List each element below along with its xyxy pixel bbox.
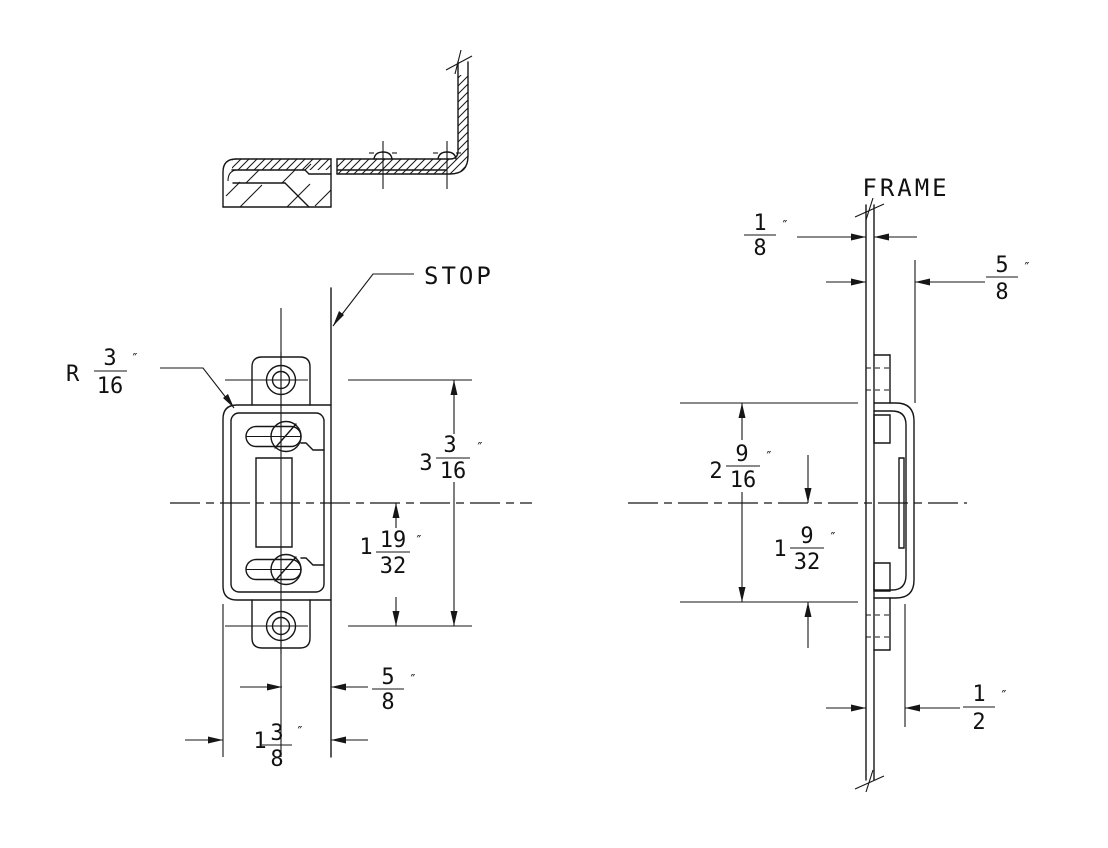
dimension-side-center-to-bottom: 1 9 32 ″ bbox=[773, 455, 837, 648]
dimension-side-projection: 1 2 ″ bbox=[826, 682, 1009, 735]
dim-text-numerator: 1 bbox=[972, 682, 985, 707]
dim-text-denominator: 16 bbox=[97, 374, 124, 399]
dim-text-numerator: 5 bbox=[381, 665, 394, 690]
unit-mark: ″ bbox=[409, 673, 418, 688]
section-screw-left bbox=[369, 141, 397, 189]
dim-text-whole: 1 bbox=[773, 537, 786, 562]
dim-text-whole: 2 bbox=[709, 459, 722, 484]
dim-text-denominator: 8 bbox=[995, 280, 1008, 305]
plate-flange-left-section bbox=[232, 159, 331, 174]
unit-mark: ″ bbox=[781, 219, 790, 234]
dim-text-denominator: 8 bbox=[270, 747, 283, 772]
stop-label: STOP bbox=[424, 262, 494, 290]
dim-text-numerator: 3 bbox=[270, 721, 283, 746]
dimension-front-edge-to-stop: 1 3 8 ″ bbox=[185, 721, 368, 772]
dim-text-whole: 3 bbox=[419, 451, 432, 476]
dim-text-numerator: 1 bbox=[753, 211, 766, 236]
bottom-tab-screw bbox=[225, 598, 308, 654]
dim-text-denominator: 8 bbox=[381, 690, 394, 715]
dim-text-whole: 1 bbox=[253, 729, 266, 754]
dimension-front-center-to-bottom: 1 19 32 ″ bbox=[359, 503, 423, 626]
latch-slot-edge bbox=[899, 458, 904, 548]
dimension-frame-thickness: 1 8 ″ bbox=[744, 211, 917, 261]
unit-mark: ″ bbox=[1000, 689, 1009, 704]
top-tab-screw bbox=[225, 352, 308, 408]
dim-text-numerator: 3 bbox=[443, 433, 456, 458]
hidden-screw-top bbox=[866, 355, 890, 403]
unit-mark: ″ bbox=[765, 450, 774, 465]
dim-text-numerator: 9 bbox=[735, 442, 748, 467]
plate-outline bbox=[223, 405, 331, 600]
stop-label-leader: STOP bbox=[333, 262, 494, 326]
dim-text-numerator: 9 bbox=[800, 524, 813, 549]
dim-text-denominator: 32 bbox=[794, 550, 821, 575]
radius-label-leader: R 3 16 ″ bbox=[66, 346, 234, 408]
unit-mark: ″ bbox=[829, 531, 838, 546]
front-view: 3 3 16 ″ 1 19 32 ″ 5 8 ″ bbox=[66, 262, 532, 772]
latch-opening bbox=[256, 458, 292, 547]
dim-text-denominator: 16 bbox=[730, 468, 757, 493]
hidden-screw-bottom bbox=[866, 598, 890, 650]
unit-mark: ″ bbox=[131, 352, 140, 367]
dim-text-numerator: 5 bbox=[995, 253, 1008, 278]
section-screw-right bbox=[433, 141, 461, 189]
dim-text-denominator: 8 bbox=[753, 236, 766, 261]
screw-boss-bottom bbox=[874, 563, 890, 591]
dim-text-denominator: 2 bbox=[972, 710, 985, 735]
frame-lines bbox=[855, 198, 884, 792]
leader-arrowhead bbox=[223, 394, 234, 408]
unit-mark: ″ bbox=[1023, 261, 1032, 276]
plate-leg-section bbox=[337, 50, 472, 174]
dim-text-whole: 1 bbox=[359, 535, 372, 560]
unit-mark: ″ bbox=[476, 441, 485, 456]
dimension-front-overall-height: 3 3 16 ″ bbox=[419, 380, 484, 626]
radius-prefix: R bbox=[66, 362, 80, 387]
dim-text-denominator: 16 bbox=[440, 459, 467, 484]
dimension-side-overall-height: 2 9 16 ″ bbox=[709, 403, 773, 602]
side-view: FRAME bbox=[628, 174, 1032, 792]
dimension-front-screw-to-stop: 5 8 ″ bbox=[240, 665, 418, 715]
dimension-stop-to-frame: 5 8 ″ bbox=[826, 253, 1032, 305]
dim-text-denominator: 32 bbox=[380, 554, 407, 579]
top-slot-screw bbox=[246, 422, 324, 452]
dim-text-numerator: 19 bbox=[380, 528, 407, 553]
screw-boss-top bbox=[874, 415, 890, 443]
break-symbol-top bbox=[855, 198, 884, 220]
unit-mark: ″ bbox=[415, 534, 424, 549]
section-view bbox=[223, 50, 472, 207]
frame-label: FRAME bbox=[862, 174, 949, 202]
leader-arrowhead bbox=[333, 311, 344, 326]
break-symbol-bottom bbox=[855, 770, 884, 792]
unit-mark: ″ bbox=[296, 725, 305, 740]
strike-box-profile bbox=[874, 403, 914, 598]
plate-inner-edge bbox=[231, 413, 324, 592]
break-symbol bbox=[446, 50, 472, 74]
dim-text-numerator: 3 bbox=[103, 346, 116, 371]
bottom-slot-screw bbox=[246, 555, 324, 585]
